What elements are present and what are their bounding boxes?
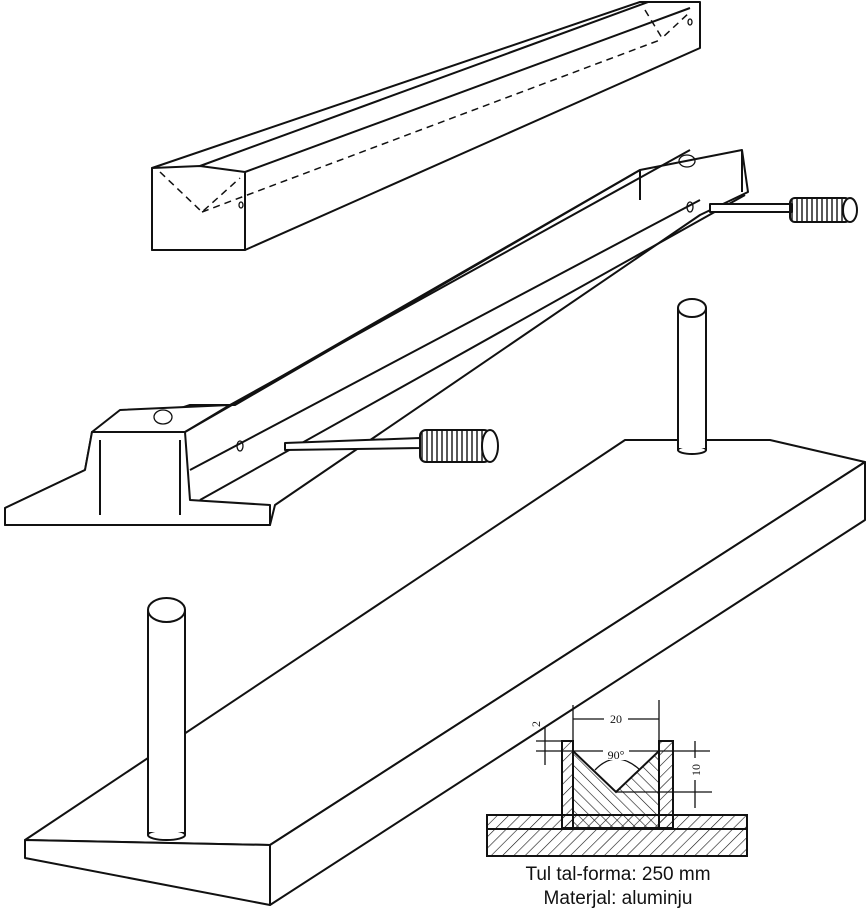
mold-channel	[4, 149, 749, 526]
handle-back	[709, 197, 858, 223]
pin-right	[677, 298, 707, 455]
dim-angle-label: 90°	[608, 748, 625, 762]
base-plate	[24, 439, 866, 906]
caption-material: Materjal: aluminju	[543, 888, 693, 909]
caption-mold-length: Tul tal-forma: 250 mm	[525, 864, 711, 885]
handle-front	[284, 429, 499, 463]
pin-left	[147, 597, 186, 841]
mold-cover-bar	[151, 1, 701, 251]
dim-lip-label: 2	[529, 721, 543, 727]
cross-section-detail: 20 2 10 90°	[486, 700, 748, 857]
dim-width-label: 20	[610, 712, 622, 726]
dim-depth-label: 10	[689, 764, 703, 776]
